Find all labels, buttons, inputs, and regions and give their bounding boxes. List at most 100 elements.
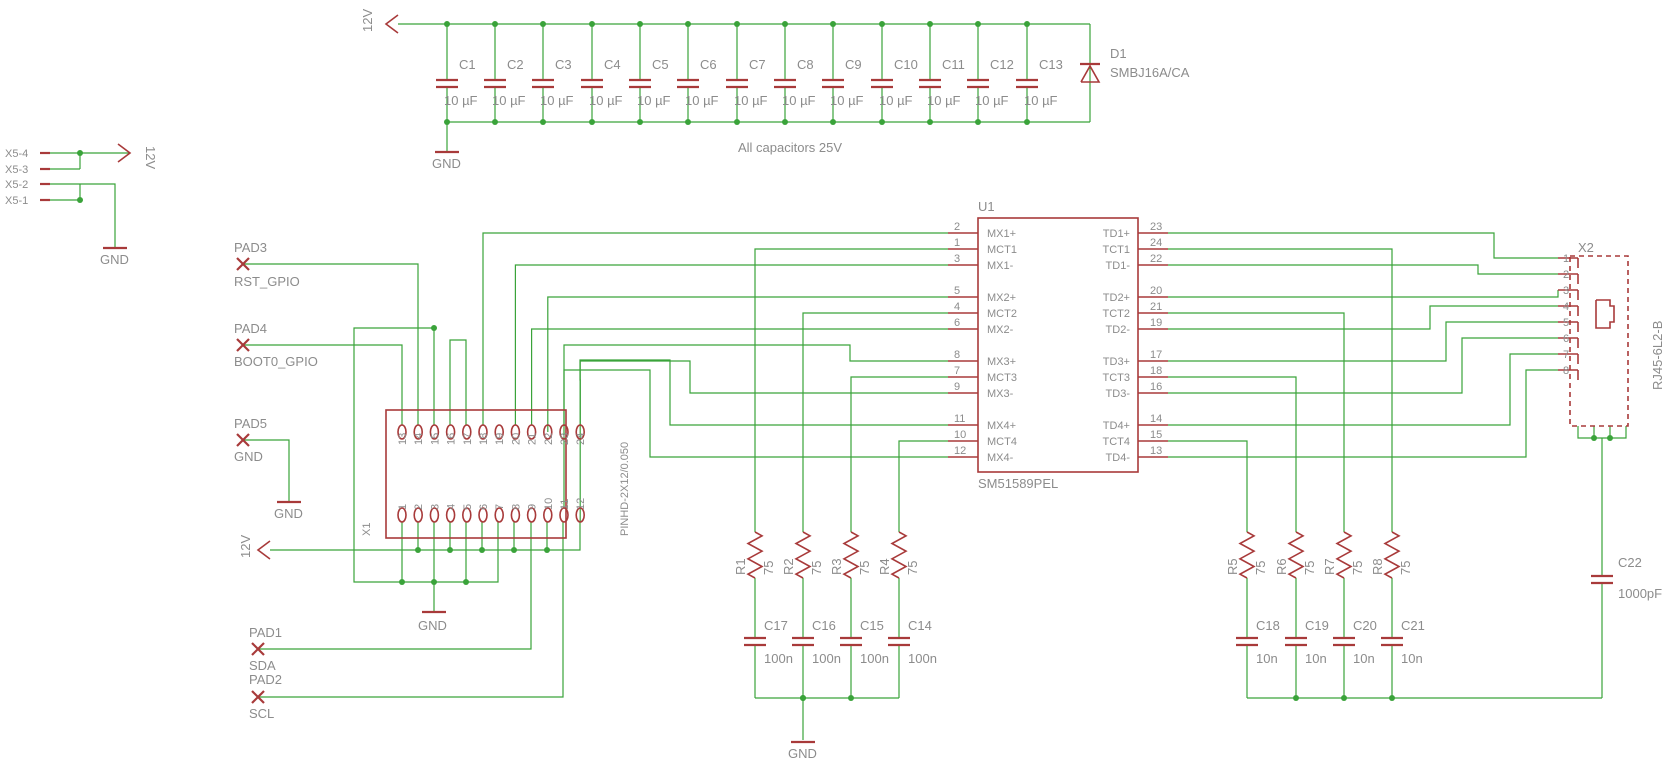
x1-pin-top: 17 [462,433,474,445]
gnd-label: GND [432,156,461,171]
x1-pad-top [575,424,586,440]
x1-pad-top [526,424,537,440]
u1-right-pin-name: TCT1 [1103,244,1131,256]
pad2-name: PAD2 [249,672,282,687]
junction-dot [399,579,405,585]
u1-left-pin-num: 3 [954,253,960,265]
u1-left-pin-num: 9 [954,381,960,393]
junction-dot [492,119,498,125]
x2-pin-num: 4 [1563,301,1569,313]
res-name: R6 [1274,558,1289,575]
u1-left-pin-name: MX1- [987,260,1014,272]
x1-12v-label: 12V [238,535,253,558]
junction-dot [492,21,498,27]
junction-dot [830,21,836,27]
cap-value: 10 µF [492,93,526,108]
cap-name: C18 [1256,618,1280,633]
u1-left-pin-num: 6 [954,317,960,329]
u1-left-pin-num: 10 [954,429,966,441]
pad5-gnd-label: GND [274,506,303,521]
cap-label: C13 [1039,57,1063,72]
u1-right-pin-name: TD1- [1106,260,1131,272]
x1-pad-top [461,424,472,440]
x1-pad-top [478,424,488,440]
net-td1p [1168,232,1558,259]
x2-value: RJ45-6L2-B [1650,321,1665,390]
x2-body [1569,255,1629,427]
u1-left-pin-num: 2 [954,221,960,233]
x1-pin-top: 13 [397,433,409,445]
u1-left-pin-num: 8 [954,349,960,361]
x5-pin-label: X5-4 [5,148,28,160]
u1-left-pin-name: MCT2 [987,308,1017,320]
x1-pad-bottom [478,507,488,523]
u1-right-pin-name: TD3- [1106,388,1131,400]
x5-gnd-label: GND [100,252,129,267]
cap-name: C16 [812,618,836,633]
pad4-mark [236,338,250,352]
net-gnd-frame [353,327,499,583]
net-mx4p [579,359,948,522]
resistor-R3 [842,531,860,579]
x1-pin-top: 21 [527,433,539,445]
u1-left-pin-name: MX4- [987,452,1014,464]
net-boot [243,344,403,425]
x5-pin-label: X5-2 [5,179,28,191]
x1-name: X1 [361,523,373,536]
u1-body [977,217,1139,473]
net-12v-x1 [270,522,581,551]
cap-value: 10n [1305,651,1327,666]
u1-left-pin-name: MCT4 [987,436,1017,448]
net-rst [243,263,419,425]
u1-right-pin-num: 13 [1150,445,1162,457]
cap-name: C15 [860,618,884,633]
x1-pad-top [429,424,440,440]
net-td2p [1168,290,1559,298]
x5-pin-label: X5-1 [5,195,28,207]
res-value: 75 [1398,561,1413,575]
x1-pin-top: 20 [510,433,522,445]
u1-right-pin-num: 21 [1150,301,1162,313]
junction-dot [637,119,643,125]
junction-dot [734,119,740,125]
res-name: R7 [1322,558,1337,575]
resistor-R1 [746,531,764,579]
pad3-net: RST_GPIO [234,274,300,289]
junction-dot [879,21,885,27]
junction-dot [544,547,550,553]
net-mx3p [563,344,948,425]
x2-pin-num: 7 [1563,349,1569,361]
junction-dot [782,119,788,125]
parts [40,14,1629,744]
cap-value: 10 µF [685,93,719,108]
u1-right-pin-num: 19 [1150,317,1162,329]
cap-value: 10 µF [444,93,478,108]
junction-dot [447,547,453,553]
net-td2n [1168,305,1558,330]
x1-12v-arrow [256,540,271,560]
net-gnd-top [449,339,467,425]
res-name: R4 [877,558,892,575]
u1-left-pin-num: 4 [954,301,960,313]
x1-pad-top [559,424,569,440]
u1-value: SM51589PEL [978,476,1058,491]
x1-pin-bottom: 5 [462,504,474,510]
pad4-name: PAD4 [234,321,267,336]
junction-dot [927,21,933,27]
net-scl [258,522,564,698]
u1-right-pin-name: TD1+ [1103,228,1130,240]
net-mx2p [547,296,948,425]
x1-pad-bottom [559,507,569,523]
x2-pin-num: 2 [1563,269,1569,281]
u1-right-pin-name: TD3+ [1103,356,1130,368]
cap-value: 10 µF [975,93,1009,108]
pad1-name: PAD1 [249,625,282,640]
u1-right-pin-num: 22 [1150,253,1162,265]
c22-name: C22 [1618,555,1642,570]
junction-dot [685,119,691,125]
wires [50,23,1627,740]
u1-left-pin-num: 11 [954,413,965,425]
net-td4p [1168,353,1558,426]
